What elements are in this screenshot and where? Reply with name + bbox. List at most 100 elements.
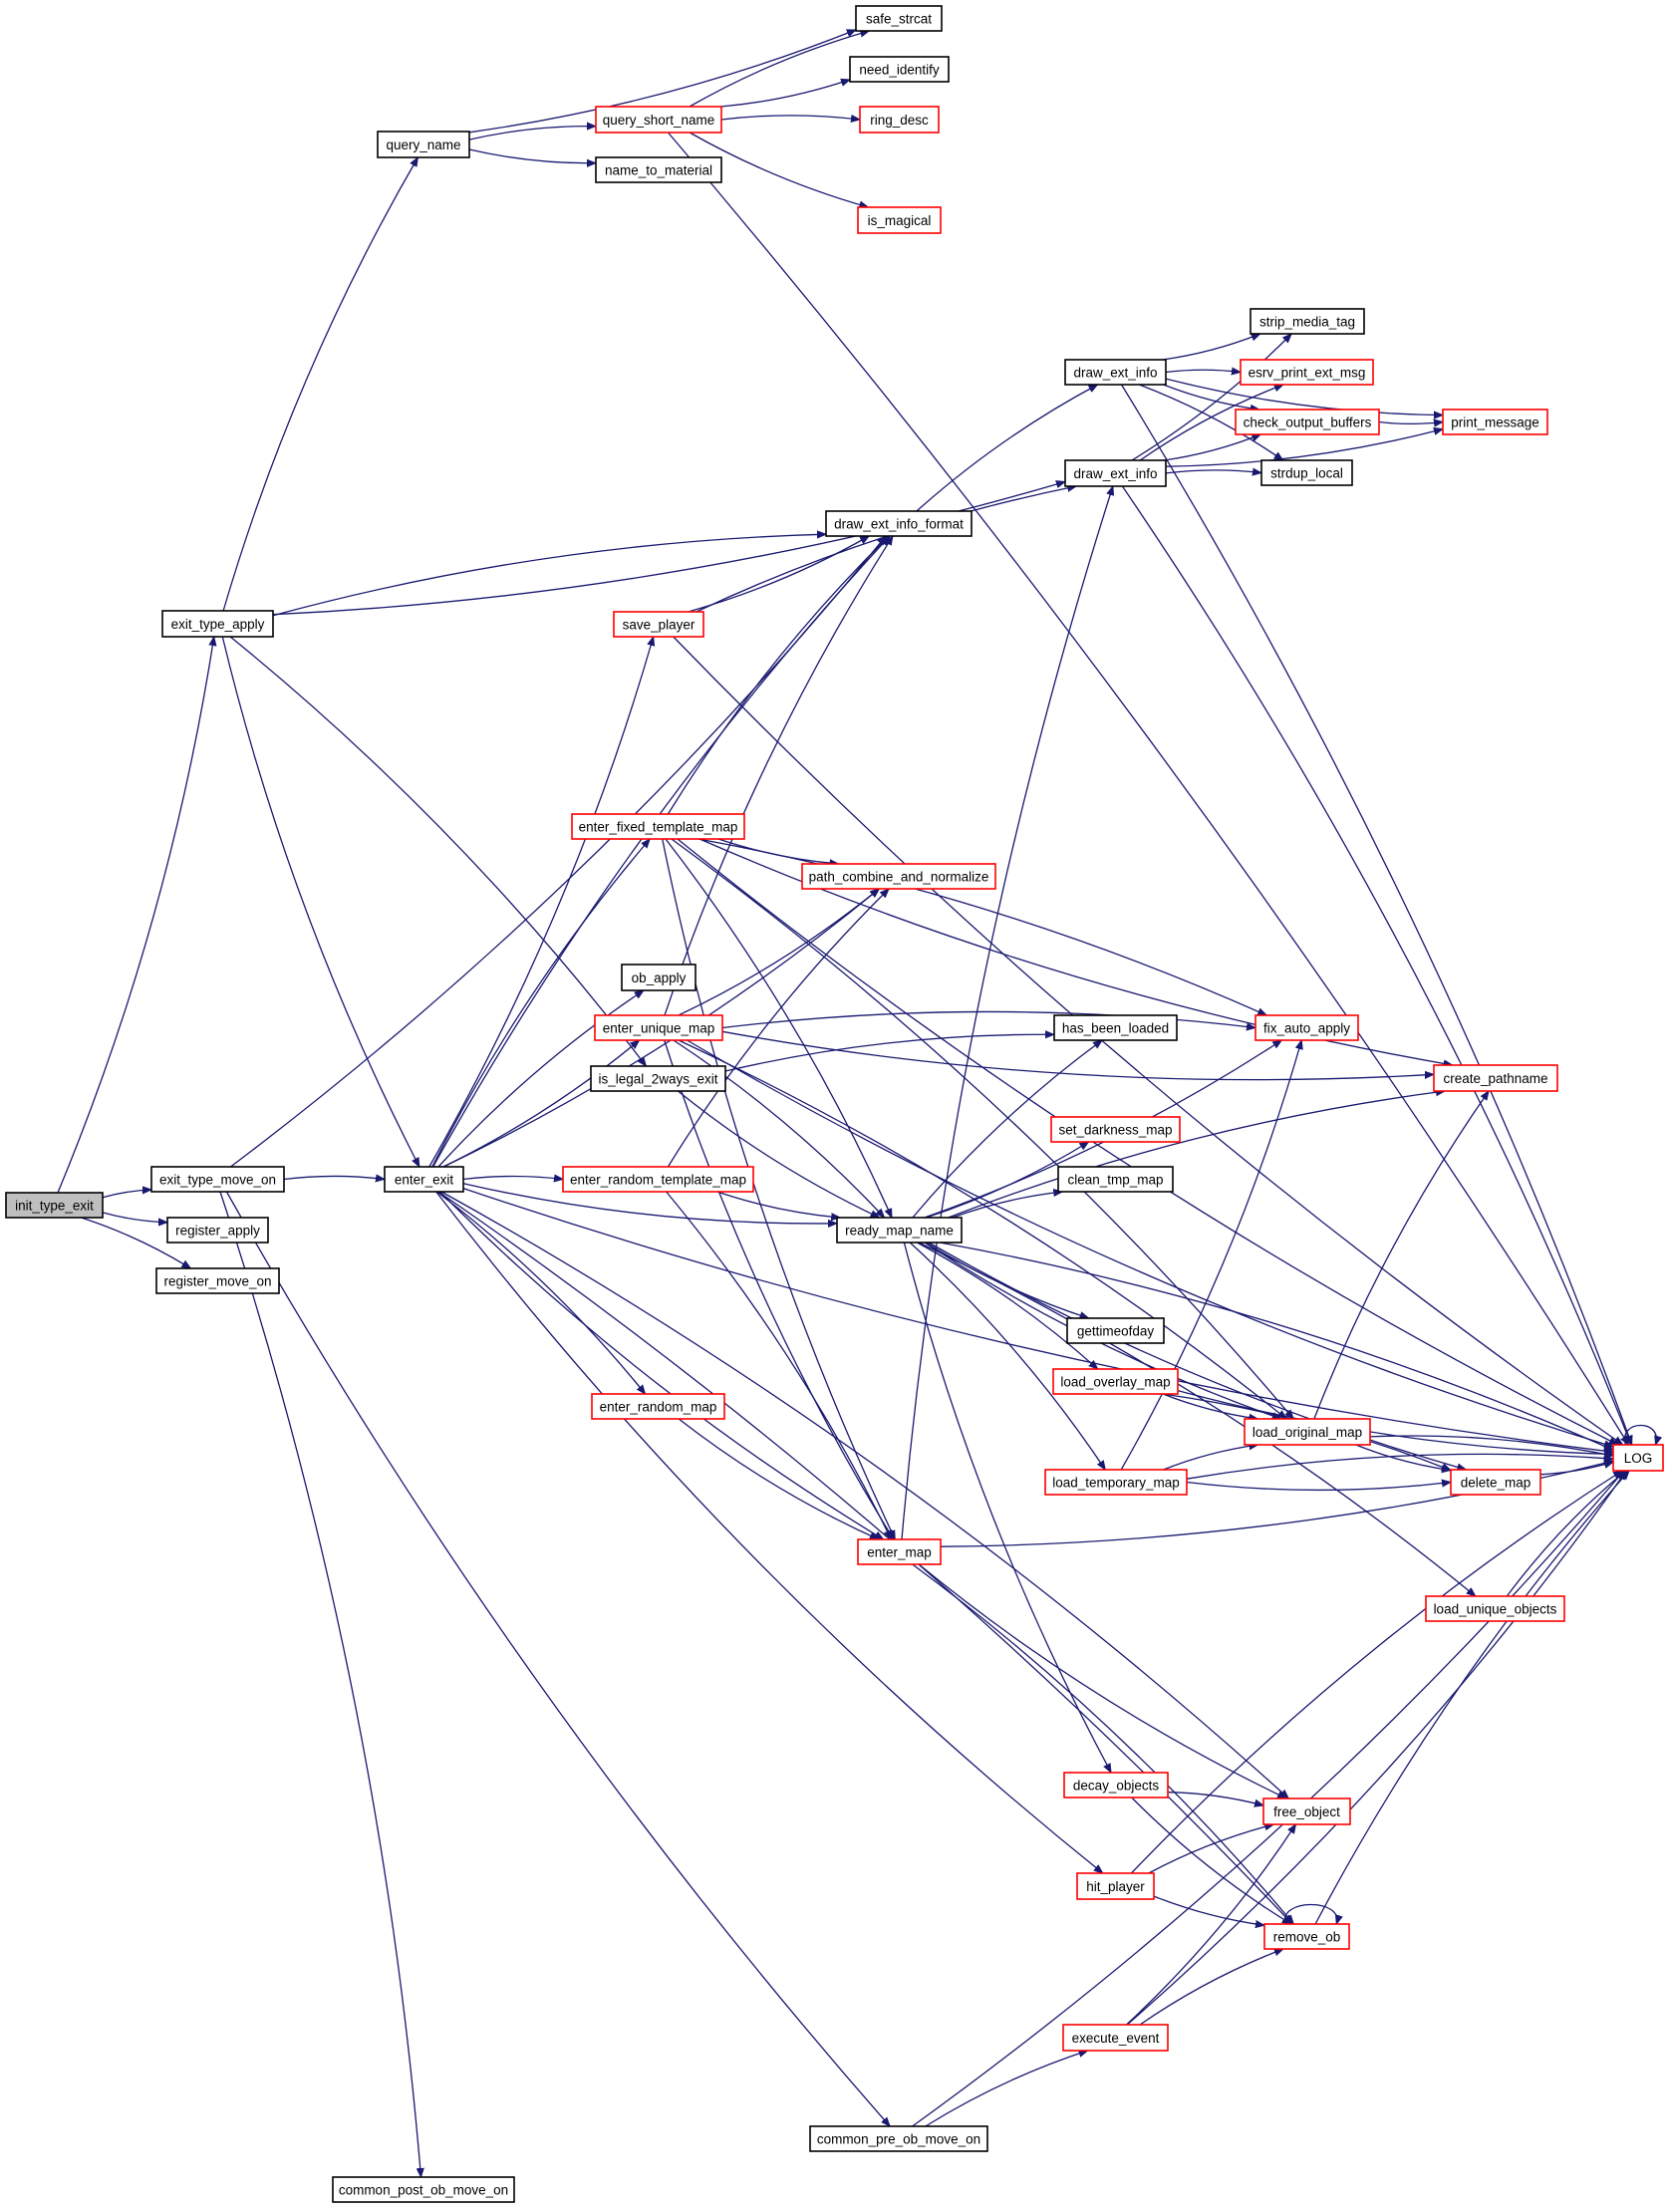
node-enter-map[interactable]: enter_map [857,1538,942,1565]
edge-enter_exit-to-enter_random_template_map [462,1177,563,1180]
node-safe-strcat[interactable]: safe_strcat [855,5,943,32]
node-ob-apply[interactable]: ob_apply [621,964,696,991]
edge-load_temporary_map-to-load_original_map [1163,1445,1258,1471]
node-delete-map[interactable]: delete_map [1450,1469,1541,1496]
edge-draw_ext_info_b-to-strdup_local [1165,470,1261,473]
node-box [621,964,696,991]
node-label: init_type_exit [15,1199,94,1214]
edge-init_type_exit-to-exit_type_apply [57,637,214,1194]
node-hit-player[interactable]: hit_player [1076,1872,1155,1900]
edge-check_output_buffers-to-print_message [1378,422,1443,424]
node-label: exit_type_apply [171,617,265,632]
edge-hit_player-to-free_object [1148,1824,1273,1874]
node-load-temporary-map[interactable]: load_temporary_map [1044,1469,1188,1496]
node-enter-random-template-map[interactable]: enter_random_template_map [562,1166,754,1193]
node-box [1250,308,1365,335]
edge-enter_unique_map-to-LOG [687,1039,1614,1447]
node-enter-fixed-template-map[interactable]: enter_fixed_template_map [571,813,745,840]
node-ring-desc[interactable]: ring_desc [859,106,940,134]
edge-query_name-to-safe_strcat [468,29,856,134]
node-label: need_identify [859,63,940,78]
node-init-type-exit[interactable]: init_type_exit [5,1192,104,1219]
node-LOG[interactable]: LOG [1612,1444,1664,1472]
node-exit-type-apply[interactable]: exit_type_apply [161,610,274,638]
node-esrv-print-ext-msg[interactable]: esrv_print_ext_msg [1240,359,1374,386]
node-register-move-on[interactable]: register_move_on [155,1267,280,1294]
node-enter-unique-map[interactable]: enter_unique_map [594,1014,723,1041]
edge-draw_ext_info_a-to-LOG [1120,384,1632,1445]
node-load-overlay-map[interactable]: load_overlay_map [1052,1368,1179,1395]
edge-ready_map_name-to-load_temporary_map [909,1242,1105,1470]
node-save-player[interactable]: save_player [613,611,704,638]
node-label: print_message [1451,415,1539,430]
node-clean-tmp-map[interactable]: clean_tmp_map [1057,1166,1174,1193]
edge-draw_ext_info_b-to-check_output_buffers [1164,433,1260,461]
node-box [855,5,943,32]
edge-load_overlay_map-to-load_original_map [1162,1393,1257,1419]
node-common-pre-ob-move-on[interactable]: common_pre_ob_move_on [809,2125,988,2152]
node-label: gettimeofday [1077,1324,1155,1339]
node-box [5,1192,104,1219]
edge-query_name-to-query_short_name [468,127,596,140]
node-box [1612,1444,1664,1472]
node-print-message[interactable]: print_message [1442,409,1548,435]
node-box [1450,1469,1541,1496]
node-label: query_name [386,138,460,152]
node-draw-ext-info-a[interactable]: draw_ext_info [1064,359,1167,386]
node-label: enter_unique_map [603,1021,715,1036]
node-label: name_to_material [605,163,712,178]
node-label: is_legal_2ways_exit [598,1072,717,1087]
edge-query_short_name-to-is_magical [689,132,868,207]
edge-exit_type_move_on-to-enter_exit [283,1176,385,1179]
node-decay-objects[interactable]: decay_objects [1063,1772,1169,1798]
node-create-pathname[interactable]: create_pathname [1433,1064,1558,1092]
node-enter-random-map[interactable]: enter_random_map [591,1393,725,1420]
node-query-short-name[interactable]: query_short_name [595,106,722,134]
node-name-to-material[interactable]: name_to_material [595,156,722,183]
node-box [1053,1014,1178,1041]
node-draw-ext-info-b[interactable]: draw_ext_info [1064,459,1167,487]
node-exit-type-move-on[interactable]: exit_type_move_on [150,1166,285,1193]
node-execute-event[interactable]: execute_event [1062,2024,1169,2052]
node-enter-exit[interactable]: enter_exit [384,1166,464,1193]
node-path-combine-and-normalize[interactable]: path_combine_and_normalize [801,863,996,890]
node-label: ob_apply [632,970,687,985]
edge-enter_exit-to-free_object [440,1191,1288,1798]
node-box [155,1267,280,1294]
node-draw-ext-info-format[interactable]: draw_ext_info_format [825,510,973,537]
node-remove-ob[interactable]: remove_ob [1263,1923,1350,1950]
node-set-darkness-map[interactable]: set_darkness_map [1050,1116,1181,1143]
edge-enter_unique_map-to-enter_map [664,1039,894,1539]
edge-save_player-to-LOG [673,636,1623,1445]
node-free-object[interactable]: free_object [1262,1797,1351,1825]
node-check-output-buffers[interactable]: check_output_buffers [1235,409,1380,435]
node-box [595,106,722,134]
node-label: enter_random_template_map [570,1173,746,1188]
node-label: save_player [623,618,696,633]
node-box [1262,1797,1351,1825]
edge-enter_map-to-free_object [918,1563,1286,1799]
nodes-layer: init_type_exit exit_type_move_on register_… [5,5,1664,2203]
node-load-unique-objects[interactable]: load_unique_objects [1425,1595,1565,1622]
node-need-identify[interactable]: need_identify [849,56,950,83]
node-load-original-map[interactable]: load_original_map [1244,1418,1371,1446]
node-strdup-local[interactable]: strdup_local [1260,459,1353,486]
node-gettimeofday[interactable]: gettimeofday [1066,1317,1165,1344]
node-strip-media-tag[interactable]: strip_media_tag [1250,308,1365,335]
node-box [1064,359,1167,386]
edge-init_type_exit-to-exit_type_move_on [102,1190,151,1199]
node-has-been-loaded[interactable]: has_been_loaded [1053,1014,1178,1041]
node-box [377,131,470,158]
node-box [571,813,745,840]
node-box [857,1538,942,1565]
node-register-apply[interactable]: register_apply [166,1217,269,1244]
node-is-legal-2ways-exit[interactable]: is_legal_2ways_exit [590,1065,726,1092]
edge-draw_ext_info_a-to-strdup_local [1139,384,1282,460]
node-label: clean_tmp_map [1067,1173,1163,1188]
edge-enter_fixed_template_map-to-ready_map_name [665,838,893,1218]
node-fix-auto-apply[interactable]: fix_auto_apply [1254,1014,1359,1041]
node-is-magical[interactable]: is_magical [857,206,942,234]
node-query-name[interactable]: query_name [377,131,470,158]
node-ready-map-name[interactable]: ready_map_name [836,1217,963,1244]
node-common-post-ob-move-on[interactable]: common_post_ob_move_on [332,2176,515,2203]
